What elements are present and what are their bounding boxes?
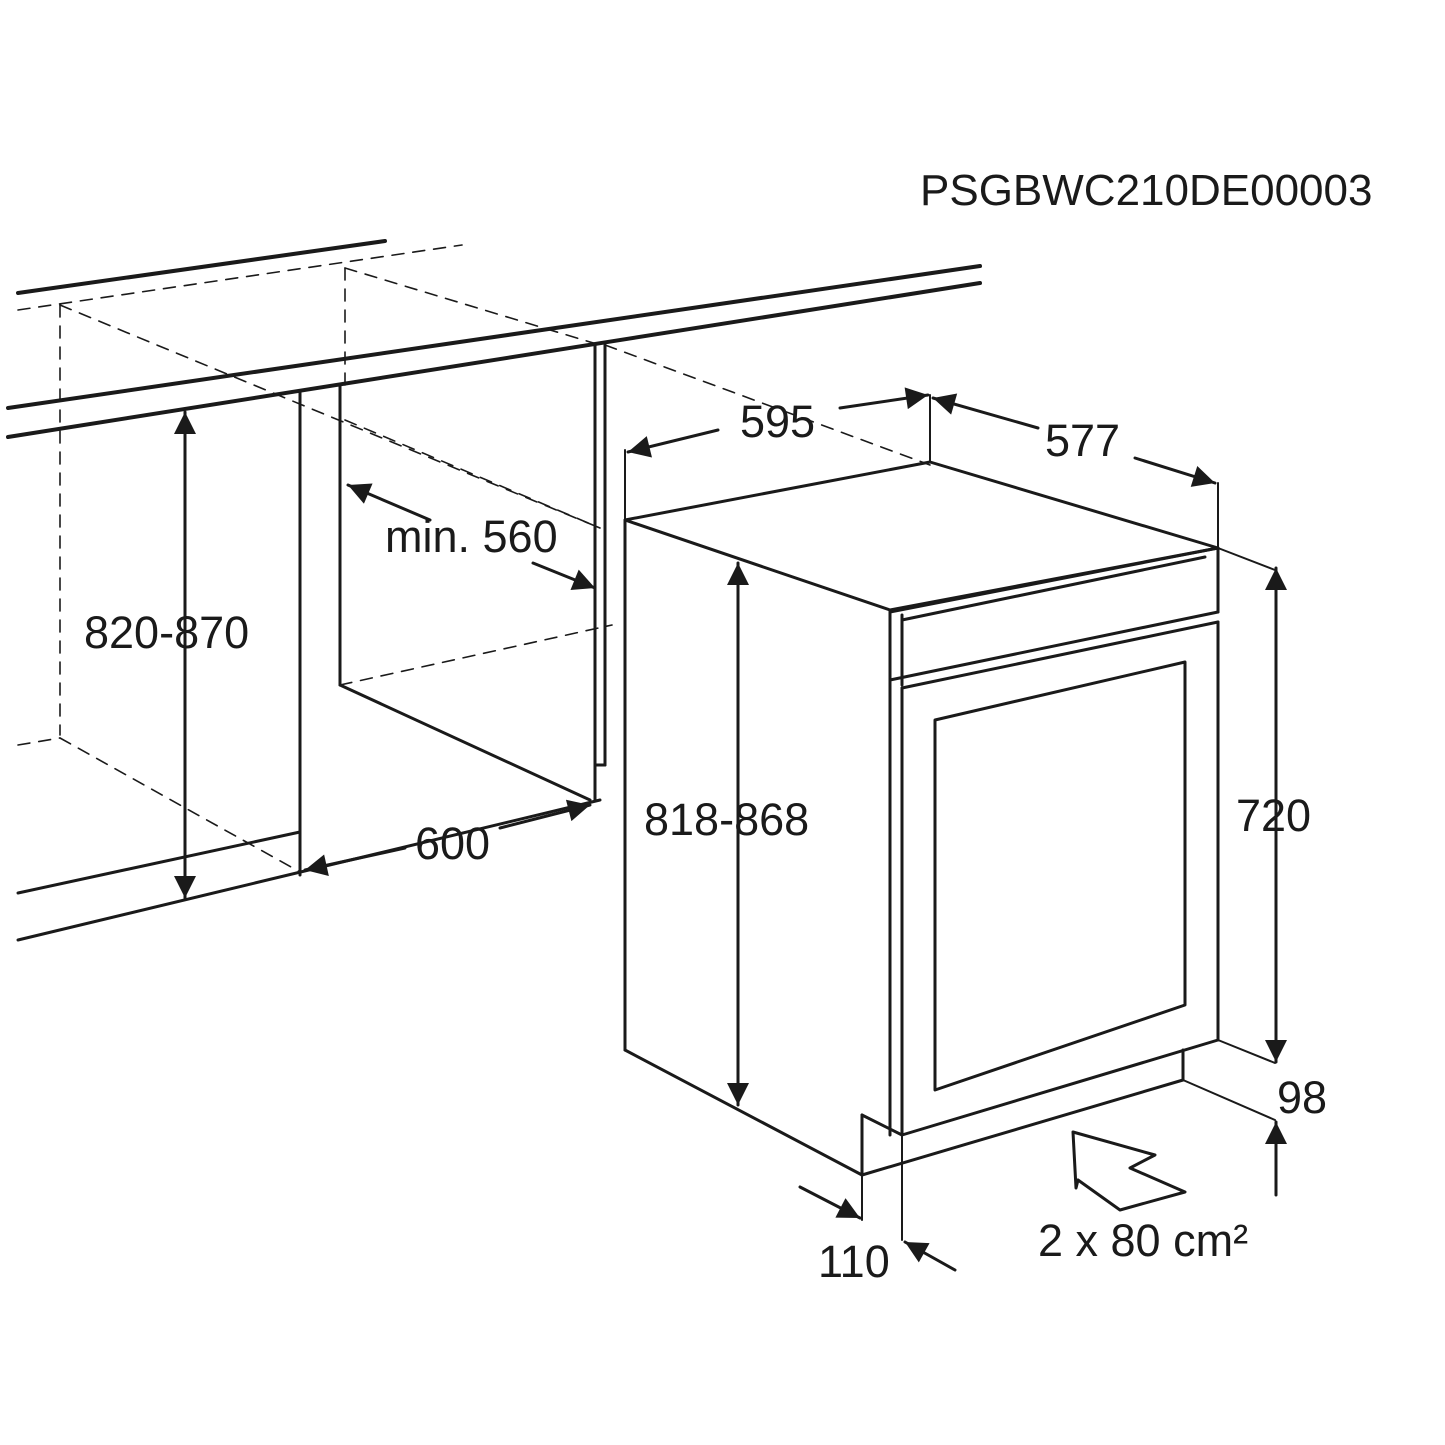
arrow-560-left xyxy=(346,483,432,522)
wine-cooler-appliance xyxy=(623,460,1220,1241)
arrow-110-right xyxy=(903,1240,957,1272)
arrow-595-left xyxy=(626,428,720,458)
arrow-560-right xyxy=(531,561,597,590)
dim-niche-min-depth: min. 560 xyxy=(385,511,558,562)
dim-plinth-height: 98 xyxy=(1277,1072,1327,1123)
arrow-595-right xyxy=(838,387,930,410)
dim-appliance-width: 595 xyxy=(740,396,815,447)
dim-appliance-height: 818-868 xyxy=(644,794,809,845)
dim-niche-height: 820-870 xyxy=(84,607,249,658)
arrow-110-left xyxy=(798,1185,862,1220)
niche-hidden-lines xyxy=(17,267,931,873)
ventilation-arrow-icon xyxy=(1071,1130,1187,1212)
model-code: PSGBWC210DE00003 xyxy=(920,166,1372,215)
arrow-577-right xyxy=(1133,456,1217,487)
countertop xyxy=(6,239,982,439)
arrow-600-left xyxy=(303,846,407,877)
arrow-600-right xyxy=(498,799,592,830)
dim-door-height: 720 xyxy=(1236,790,1311,841)
extension-lines xyxy=(624,394,1276,1121)
dim-plinth-offset: 110 xyxy=(818,1236,890,1287)
dimension-arrows xyxy=(174,387,1287,1272)
dim-niche-width: 600 xyxy=(415,818,490,869)
dim-appliance-depth: 577 xyxy=(1045,415,1120,466)
ventilation-area: 2 x 80 cm² xyxy=(1038,1215,1248,1266)
arrow-577-left xyxy=(931,393,1040,430)
